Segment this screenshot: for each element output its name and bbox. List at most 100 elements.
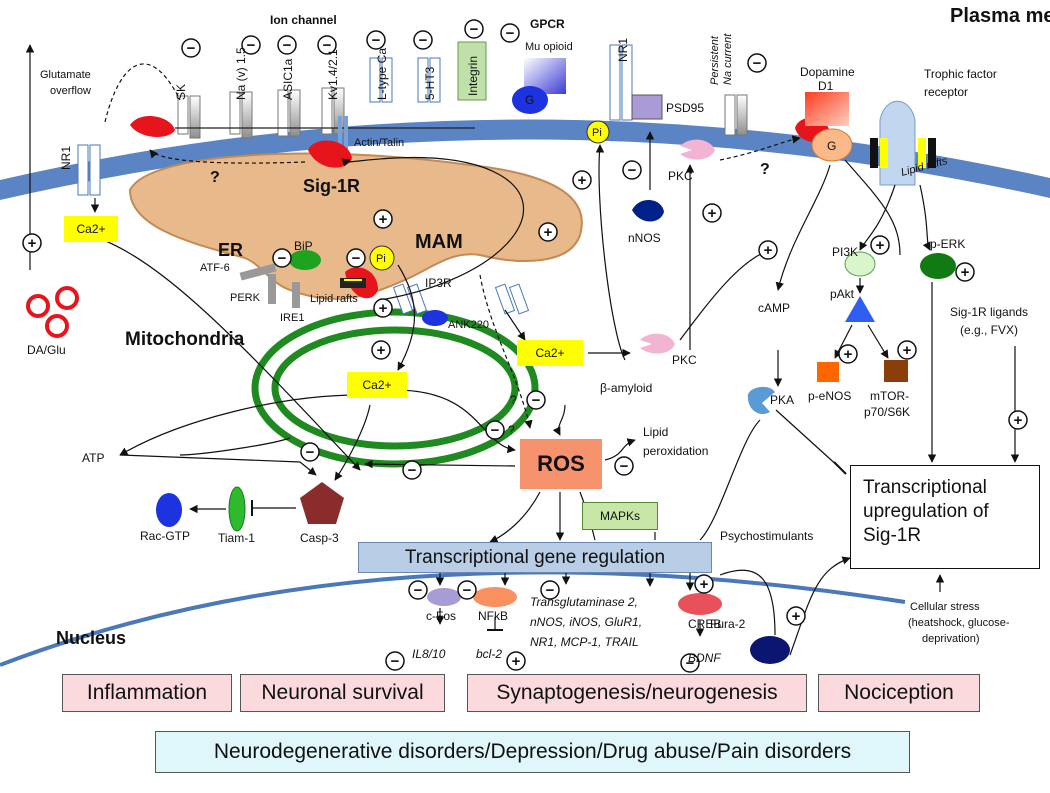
svg-text:−: − bbox=[352, 250, 361, 267]
label-genes-2: nNOS, iNOS, GluR1, bbox=[530, 615, 642, 629]
label-beta-amyloid: β-amyloid bbox=[600, 381, 652, 395]
pkc-upper bbox=[680, 139, 715, 160]
svg-text:−: − bbox=[470, 21, 479, 38]
svg-text:−: − bbox=[408, 462, 417, 479]
label-er: ER bbox=[218, 240, 243, 260]
svg-text:−: − bbox=[753, 55, 762, 72]
ca-box-mam: Ca2+ bbox=[517, 340, 583, 366]
svg-text:−: − bbox=[323, 37, 332, 54]
label-stress-3: deprivation) bbox=[922, 633, 979, 645]
asic-channel bbox=[277, 89, 289, 137]
label-ligands-2: (e.g., FVX) bbox=[960, 323, 1018, 337]
label-tiam: Tiam-1 bbox=[218, 531, 255, 545]
svg-text:+: + bbox=[700, 576, 709, 593]
label-psd95: PSD95 bbox=[666, 101, 704, 115]
da-glu-vesicle-1 bbox=[26, 294, 50, 318]
svg-text:−: − bbox=[391, 653, 400, 670]
label-psychostimulants: Psychostimulants bbox=[720, 529, 813, 543]
endoplasmic-reticulum bbox=[128, 152, 583, 300]
label-atf6: ATF-6 bbox=[200, 262, 230, 274]
atf6-sensor bbox=[239, 263, 277, 281]
mtor bbox=[884, 360, 908, 382]
da-glu-vesicle-2 bbox=[55, 286, 79, 310]
svg-text:+: + bbox=[961, 264, 970, 281]
mitochondria-inner bbox=[271, 326, 519, 450]
pi3k bbox=[844, 251, 876, 277]
svg-text:−: − bbox=[306, 444, 315, 461]
mapks-box: MAPKs bbox=[582, 502, 658, 530]
label-kv: Kv1.4/2.1 bbox=[326, 49, 340, 100]
label-genes-1: Transglutaminase 2, bbox=[530, 595, 638, 609]
label-asic: ASIC1a bbox=[281, 58, 295, 100]
label-ank220: ANK220 bbox=[448, 319, 489, 331]
svg-text:−: − bbox=[414, 582, 423, 599]
label-plasma-membrane: Plasma membrane bbox=[950, 5, 1050, 27]
label-mitochondria: Mitochondria bbox=[125, 329, 245, 350]
label-pkc-upper: PKC bbox=[668, 169, 693, 183]
label-actin-talin: Actin/Talin bbox=[354, 137, 404, 149]
outcome-inflammation: Inflammation bbox=[62, 674, 232, 712]
label-fura: Fura-2 bbox=[710, 617, 746, 631]
svg-text:−: − bbox=[628, 162, 637, 179]
svg-text:+: + bbox=[578, 172, 587, 189]
label-na-current: Na current bbox=[722, 33, 734, 85]
label-5ht3: 5-HT3 bbox=[423, 66, 437, 100]
disorders-box: Neurodegenerative disorders/Depression/D… bbox=[155, 731, 910, 773]
label-nfkb: NFkB bbox=[478, 609, 508, 623]
label-lipid: Lipid bbox=[643, 425, 668, 439]
outcome-neuronal-survival: Neuronal survival bbox=[240, 674, 445, 712]
psd95 bbox=[631, 94, 663, 120]
svg-text:−: − bbox=[620, 458, 629, 475]
svg-text:−: − bbox=[278, 250, 287, 267]
nav-channel bbox=[229, 91, 241, 135]
label-peroxidation: peroxidation bbox=[643, 444, 708, 458]
label-mtor-1: mTOR- bbox=[870, 389, 909, 403]
svg-text:−: − bbox=[247, 37, 256, 54]
ank220 bbox=[422, 310, 448, 326]
creb bbox=[678, 593, 722, 615]
label-creb: CREB bbox=[688, 617, 721, 631]
lipid-rafts-membrane bbox=[870, 138, 936, 168]
label-nr1-left: NR1 bbox=[59, 146, 73, 170]
label-casp3: Casp-3 bbox=[300, 531, 339, 545]
nr1-channel-right bbox=[609, 44, 621, 121]
da-glu-vesicle-3 bbox=[45, 314, 69, 338]
ros-box: ROS bbox=[520, 439, 602, 489]
g-protein-mu bbox=[512, 86, 548, 114]
svg-text:+: + bbox=[844, 346, 853, 363]
casp-3 bbox=[300, 482, 344, 524]
svg-text:+: + bbox=[764, 242, 773, 259]
label-q-pkc: ? bbox=[760, 161, 770, 178]
pkc-lower bbox=[640, 333, 675, 354]
label-nav: Na (v) 1.5 bbox=[234, 47, 248, 100]
label-nr1-right: NR1 bbox=[616, 38, 630, 62]
svg-text:+: + bbox=[379, 300, 388, 317]
label-da-glu: DA/Glu bbox=[27, 343, 66, 357]
integrin-receptor bbox=[457, 41, 487, 101]
sig1r-at-er bbox=[308, 140, 352, 168]
regulation-symbols: − − − − − − − − − − + + + + − − + + + + … bbox=[22, 19, 1028, 673]
p-enos bbox=[817, 362, 839, 382]
label-bdnf: BDNF bbox=[688, 651, 721, 665]
label-mu-opioid: Mu opioid bbox=[525, 41, 573, 53]
label-perk: PERK bbox=[230, 292, 261, 304]
svg-text:+: + bbox=[876, 237, 885, 254]
svg-text:+: + bbox=[379, 211, 388, 228]
fura-2 bbox=[750, 636, 790, 664]
nfkb bbox=[473, 587, 517, 607]
bip-chaperone bbox=[289, 250, 321, 270]
label-pka: PKA bbox=[770, 393, 794, 407]
label-pi-mam: Pi bbox=[376, 253, 386, 265]
label-d1: D1 bbox=[818, 79, 834, 93]
label-pakt: pAkt bbox=[830, 287, 855, 301]
nr1-channel-left bbox=[77, 144, 89, 196]
plasma-membrane bbox=[0, 119, 1050, 200]
label-ire1: IRE1 bbox=[280, 312, 304, 324]
label-gpcr: GPCR bbox=[530, 17, 565, 31]
pka bbox=[747, 386, 775, 415]
outcome-nociception: Nociception bbox=[818, 674, 980, 712]
svg-text:−: − bbox=[546, 582, 555, 599]
svg-text:−: − bbox=[187, 40, 196, 57]
label-rac: Rac-GTP bbox=[140, 529, 190, 543]
